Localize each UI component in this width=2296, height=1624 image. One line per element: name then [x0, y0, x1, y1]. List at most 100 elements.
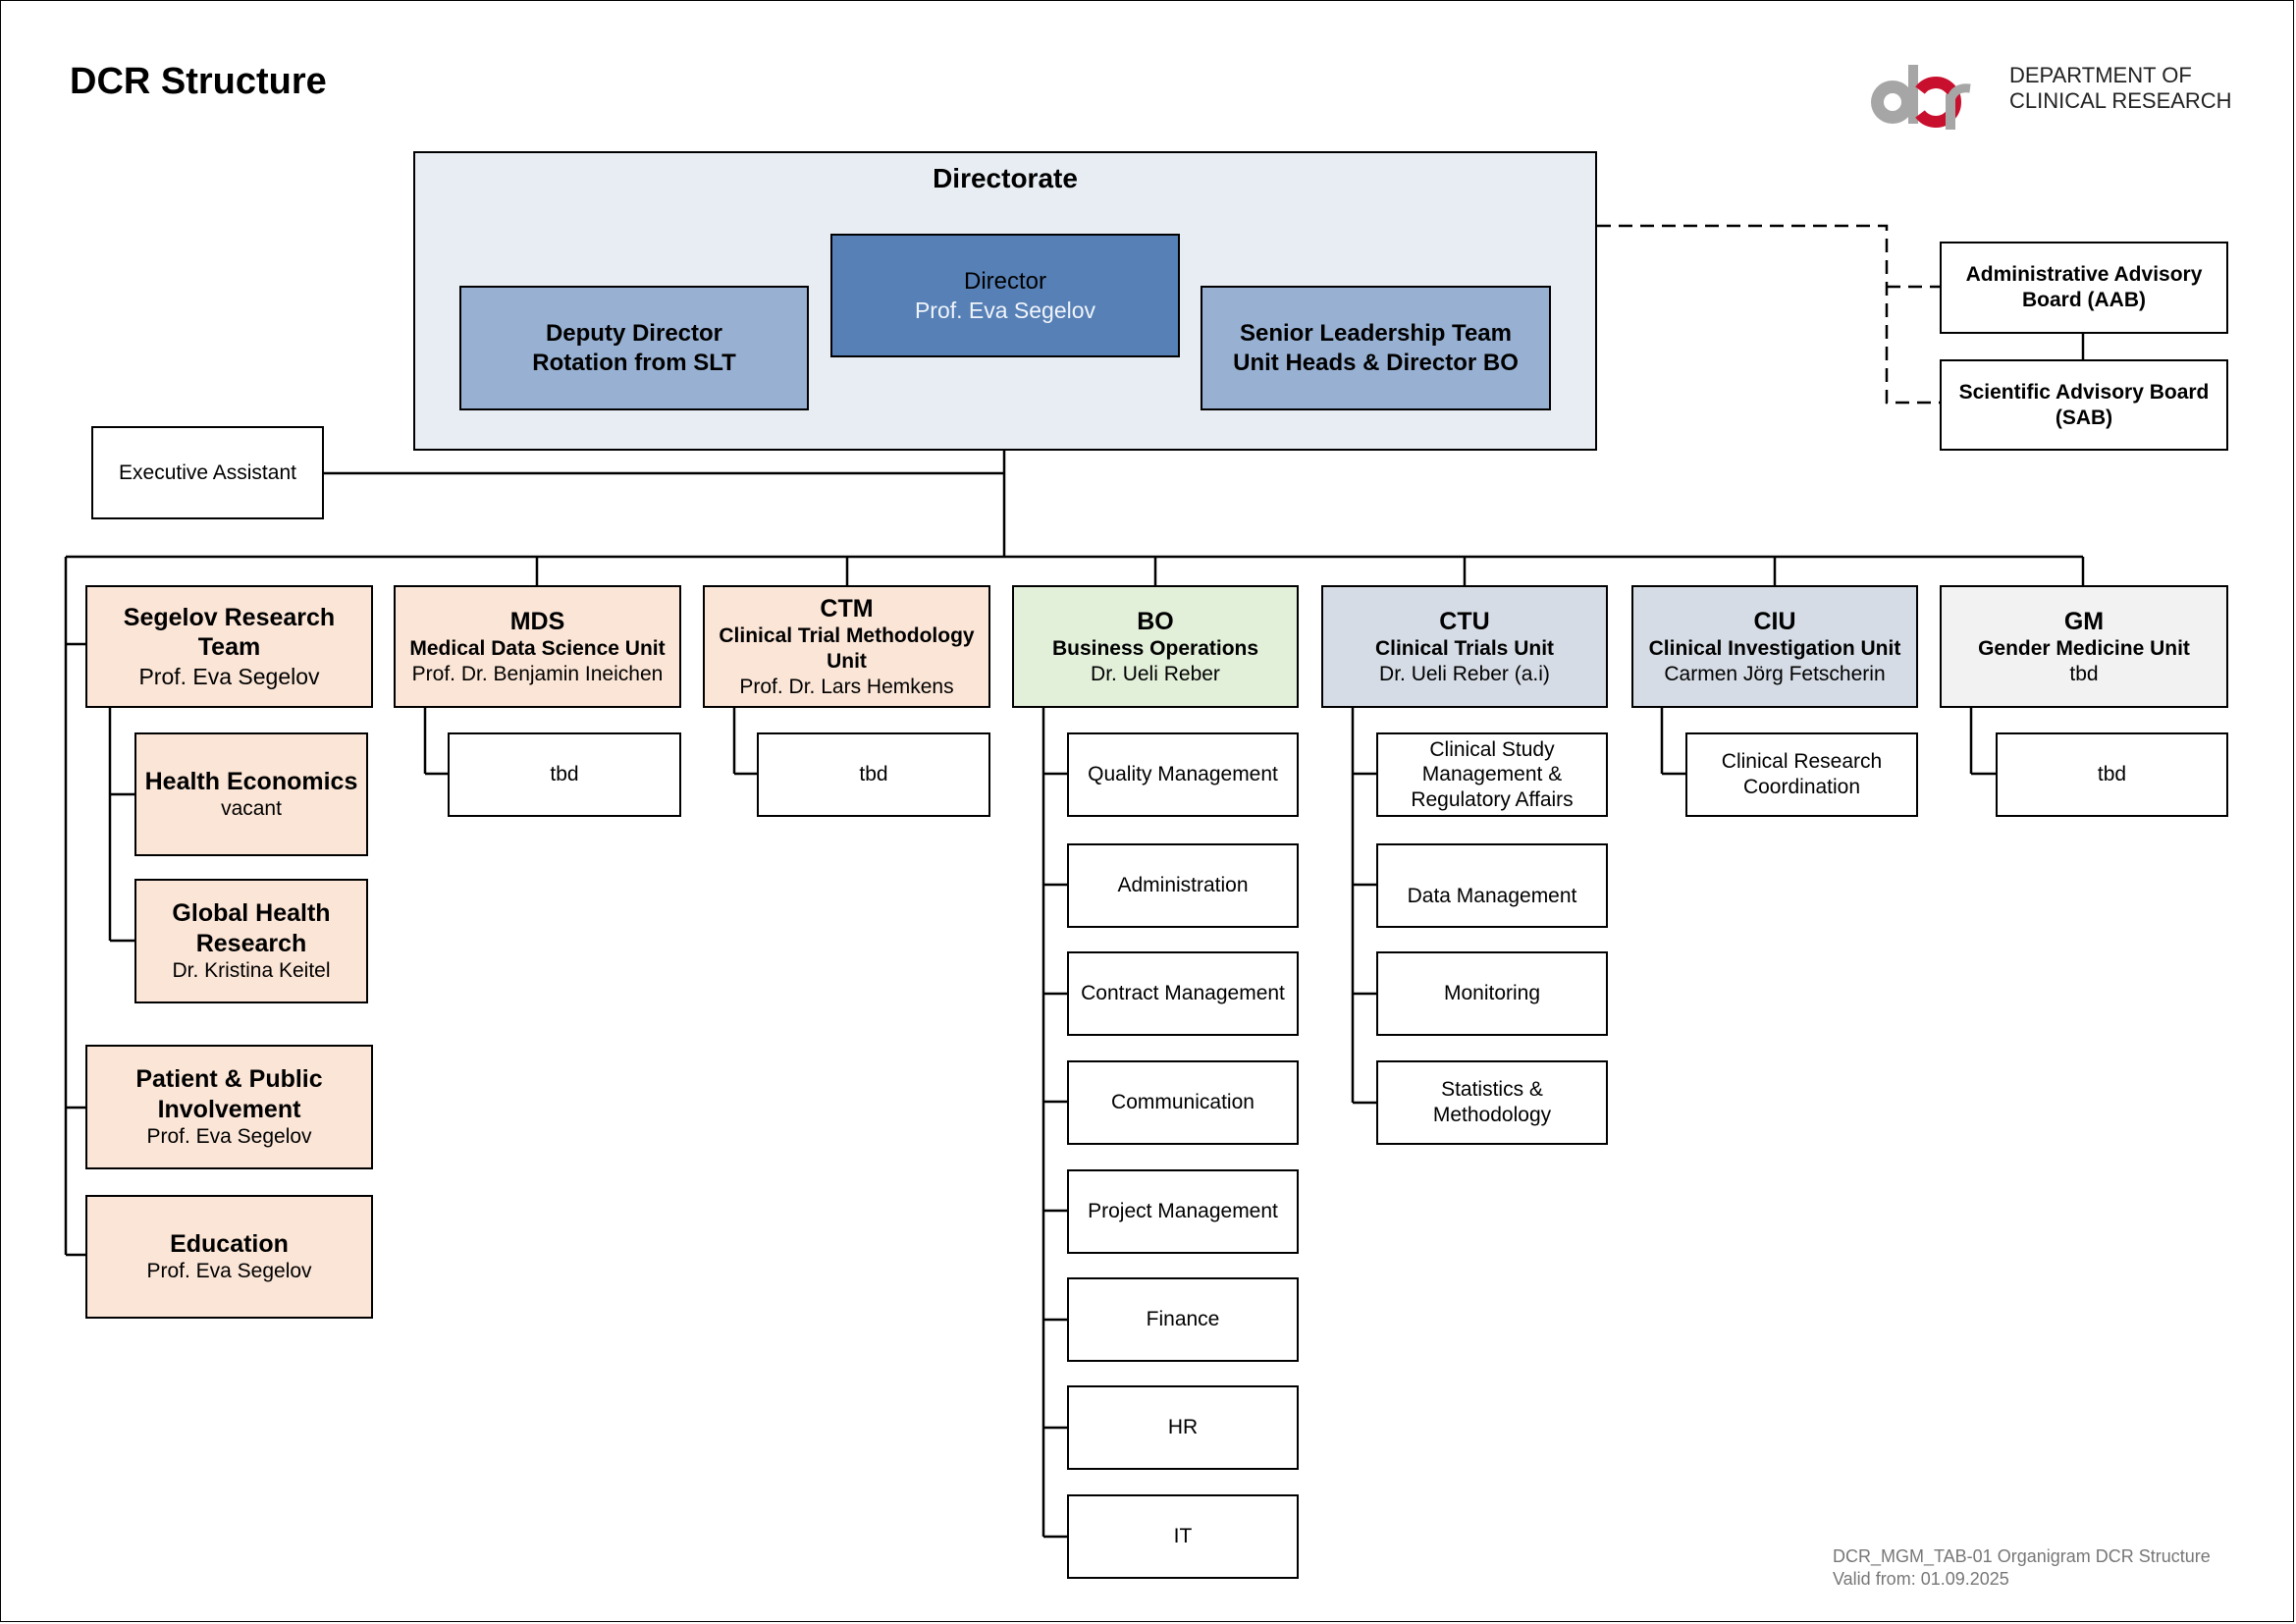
ctu-mon-label: Monitoring — [1443, 982, 1541, 1005]
bo-sub-communication[interactable]: Communication — [1067, 1060, 1299, 1145]
ctu-dm-label: Data Management — [1407, 885, 1577, 908]
bo-name: Business Operations — [1051, 637, 1259, 661]
ciu-abbr: CIU — [1753, 607, 1796, 635]
deputy-director-title: Deputy Director — [545, 320, 723, 348]
bo-sub-label: Administration — [1117, 874, 1249, 897]
sab-line2: (SAB) — [2055, 406, 2113, 429]
ctu-lead: Dr. Ueli Reber (a.i) — [1379, 662, 1550, 685]
gm-sub-box[interactable]: tbd — [1996, 732, 2228, 817]
global-health-lead: Dr. Kristina Keitel — [172, 959, 331, 983]
ctu-stat-line1: Statistics & — [1441, 1078, 1543, 1102]
ctu-sub-statistics-methodology[interactable]: Statistics & Methodology — [1376, 1060, 1608, 1145]
segelov-title1: Segelov Research — [123, 603, 336, 631]
global-health-title2: Research — [195, 929, 307, 957]
bo-sub-label: IT — [1173, 1525, 1193, 1548]
gm-abbr: GM — [2063, 607, 2105, 635]
aab-line2: Board (AAB) — [2022, 289, 2146, 311]
ppi-title2: Involvement — [157, 1095, 301, 1123]
ppi-title1: Patient & Public — [135, 1065, 323, 1094]
director-box[interactable]: Director Prof. Eva Segelov — [830, 234, 1180, 357]
mds-lead: Prof. Dr. Benjamin Ineichen — [411, 662, 664, 685]
ctu-name: Clinical Trials Unit — [1374, 637, 1555, 661]
ctm-abbr: CTM — [820, 594, 874, 623]
bo-sub-label: Communication — [1111, 1091, 1255, 1114]
deputy-director-box[interactable]: Deputy Director Rotation from SLT — [459, 286, 809, 410]
slt-title: Senior Leadership Team — [1240, 320, 1512, 348]
sab-line1: Scientific Advisory Board — [1958, 380, 2210, 404]
global-health-research-box[interactable]: Global Health Research Dr. Kristina Keit… — [134, 879, 368, 1003]
ctm-sub-label: tbd — [859, 763, 888, 786]
ciu-lead: Carmen Jörg Fetscherin — [1664, 662, 1886, 685]
slt-sub: Unit Heads & Director BO — [1233, 349, 1519, 376]
footer-valid-from: Valid from: 01.09.2025 — [1833, 1569, 2009, 1590]
senior-leadership-team-box[interactable]: Senior Leadership Team Unit Heads & Dire… — [1201, 286, 1551, 410]
aab-line1: Administrative Advisory — [1965, 263, 2203, 287]
education-title: Education — [170, 1229, 289, 1258]
bo-sub-finance[interactable]: Finance — [1067, 1277, 1299, 1362]
bo-sub-quality-management[interactable]: Quality Management — [1067, 732, 1299, 817]
gm-lead: tbd — [2069, 662, 2099, 685]
dcr-logo-icon — [1871, 65, 1971, 130]
bo-sub-contract-management[interactable]: Contract Management — [1067, 951, 1299, 1036]
ctm-name1: Clinical Trial Methodology — [719, 624, 975, 648]
bo-sub-label: Contract Management — [1081, 982, 1285, 1005]
bo-sub-label: Quality Management — [1088, 763, 1278, 786]
mds-name: Medical Data Science Unit — [409, 637, 666, 661]
ctu-sub-clinical-study-management[interactable]: Clinical Study Management & Regulatory A… — [1376, 732, 1608, 817]
ciu-name: Clinical Investigation Unit — [1648, 637, 1901, 661]
bo-sub-hr[interactable]: HR — [1067, 1385, 1299, 1470]
segelov-lead: Prof. Eva Segelov — [138, 663, 320, 689]
education-lead: Prof. Eva Segelov — [146, 1260, 312, 1283]
ctu-abbr: CTU — [1439, 607, 1490, 635]
footer-doc-id: DCR_MGM_TAB-01 Organigram DCR Structure — [1833, 1546, 2211, 1566]
ctu-stat-line2: Methodology — [1432, 1104, 1552, 1126]
gm-box[interactable]: GM Gender Medicine Unit tbd — [1940, 585, 2228, 708]
bo-sub-label: HR — [1167, 1416, 1199, 1439]
mds-sub-box[interactable]: tbd — [448, 732, 681, 817]
health-economics-lead: vacant — [221, 797, 282, 821]
bo-sub-project-management[interactable]: Project Management — [1067, 1169, 1299, 1254]
bo-sub-label: Project Management — [1088, 1200, 1278, 1223]
mds-box[interactable]: MDS Medical Data Science Unit Prof. Dr. … — [394, 585, 681, 708]
gm-sub-label: tbd — [2097, 763, 2127, 786]
ctm-name2: Unit — [827, 649, 867, 673]
director-title: Director — [963, 268, 1046, 296]
mds-sub-label: tbd — [550, 763, 579, 786]
patient-public-involvement-box[interactable]: Patient & Public Involvement Prof. Eva S… — [85, 1045, 373, 1169]
ctm-lead: Prof. Dr. Lars Hemkens — [739, 675, 954, 698]
global-health-title1: Global Health — [172, 899, 331, 928]
segelov-research-team-box[interactable]: Segelov Research Team Prof. Eva Segelov — [85, 585, 373, 708]
executive-assistant-label: Executive Assistant — [119, 460, 296, 484]
logo-text: DEPARTMENT OF CLINICAL RESEARCH — [2009, 63, 2232, 114]
document-footer: DCR_MGM_TAB-01 Organigram DCR Structure … — [1833, 1545, 2211, 1592]
deputy-director-sub: Rotation from SLT — [532, 349, 736, 376]
education-box[interactable]: Education Prof. Eva Segelov — [85, 1195, 373, 1319]
bo-sub-administration[interactable]: Administration — [1067, 843, 1299, 928]
ciu-sub-clinical-research-coordination[interactable]: Clinical Research Coordination — [1685, 732, 1918, 817]
director-name: Prof. Eva Segelov — [914, 297, 1096, 323]
bo-sub-label: Finance — [1146, 1308, 1220, 1331]
segelov-title2: Team — [197, 633, 261, 662]
aab-box[interactable]: Administrative Advisory Board (AAB) — [1940, 242, 2228, 334]
health-economics-title: Health Economics — [144, 767, 358, 795]
ctm-box[interactable]: CTM Clinical Trial Methodology Unit Prof… — [703, 585, 990, 708]
ppi-lead: Prof. Eva Segelov — [146, 1125, 312, 1149]
ctu-sub-data-management[interactable]: Data Management — [1376, 843, 1608, 928]
page-title: DCR Structure — [70, 61, 327, 102]
ciu-sub-line2: Coordination — [1742, 776, 1861, 798]
ctm-sub-box[interactable]: tbd — [757, 732, 990, 817]
directorate-title: Directorate — [933, 163, 1078, 193]
bo-abbr: BO — [1137, 607, 1174, 635]
ctu-csm-line2: Management & — [1421, 763, 1563, 786]
ctu-sub-monitoring[interactable]: Monitoring — [1376, 951, 1608, 1036]
bo-box[interactable]: BO Business Operations Dr. Ueli Reber — [1012, 585, 1299, 708]
ciu-box[interactable]: CIU Clinical Investigation Unit Carmen J… — [1631, 585, 1918, 708]
sab-box[interactable]: Scientific Advisory Board (SAB) — [1940, 359, 2228, 451]
executive-assistant-box[interactable]: Executive Assistant — [91, 426, 324, 519]
gm-name: Gender Medicine Unit — [1978, 637, 2190, 661]
health-economics-box[interactable]: Health Economics vacant — [134, 732, 368, 856]
bo-sub-it[interactable]: IT — [1067, 1494, 1299, 1579]
ctu-box[interactable]: CTU Clinical Trials Unit Dr. Ueli Reber … — [1321, 585, 1608, 708]
